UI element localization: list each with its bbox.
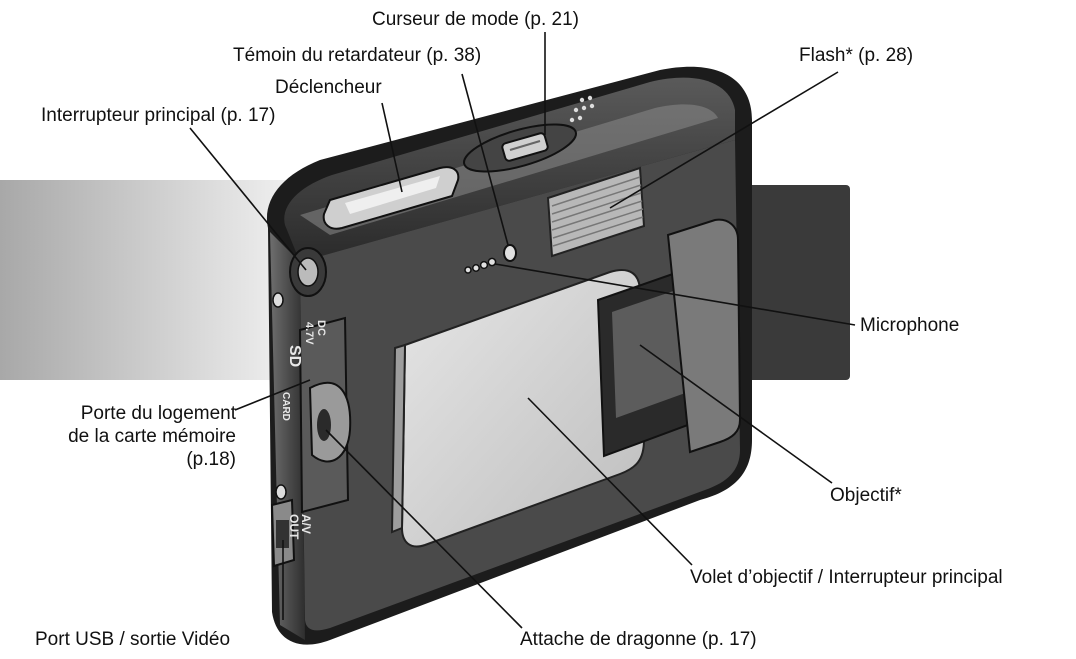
label-shutter: Déclencheur [275, 77, 382, 98]
leader-microphone [494, 263, 856, 326]
leader-main-switch [189, 127, 307, 271]
body-markings: DC 4.7V SD CARD A/V OUT [280, 320, 327, 540]
camera-body [266, 66, 752, 645]
marking-card: CARD [280, 392, 291, 421]
label-card-door-line-2: de la carte mémoire [68, 426, 236, 447]
label-mode-switch: Curseur de mode (p. 21) [372, 9, 579, 30]
label-card-door-line-3: (p.18) [186, 449, 236, 470]
leader-lens [639, 344, 833, 484]
mode-icons [569, 95, 595, 123]
leader-flash [609, 71, 839, 209]
shutter-button-top [345, 176, 440, 214]
label-flash: Flash* (p. 28) [799, 45, 914, 66]
label-self-timer: Témoin du retardateur (p. 38) [233, 45, 482, 66]
leader-self-timer [461, 73, 509, 246]
right-grip [666, 218, 742, 454]
side-eyelet-top [272, 292, 284, 308]
microphone-holes [464, 257, 497, 274]
label-microphone: Microphone [860, 315, 960, 336]
background-band-right [730, 185, 850, 380]
flash-window [546, 166, 646, 258]
marking-sd: SD [286, 345, 303, 367]
label-strap: Attache de dragonne (p. 17) [520, 629, 757, 650]
side-eyelet-bottom [275, 484, 287, 500]
marking-av: A/V [299, 514, 313, 534]
label-lens-cover: Volet d’objectif / Interrupteur principa… [690, 567, 1003, 588]
label-card-door-line-1: Porte du logement [80, 403, 236, 424]
leader-lines [189, 32, 856, 629]
leader-lens-cover [527, 397, 693, 566]
leader-card-door [234, 379, 311, 411]
self-timer-lamp [503, 244, 517, 262]
mode-switch [463, 123, 577, 173]
label-main-switch: Interrupteur principal (p. 17) [41, 105, 276, 126]
leader-strap [325, 429, 523, 629]
label-lens: Objectif* [830, 485, 902, 506]
main-switch-button [289, 247, 327, 297]
label-usb-port: Port USB / sortie Vidéo [35, 629, 231, 650]
background-band-left [0, 180, 300, 380]
leader-shutter [381, 102, 403, 193]
lens-cover-edge [390, 343, 407, 534]
lens-cover [400, 269, 646, 548]
marking-out: OUT [287, 514, 301, 540]
marking-voltage: 4.7V [303, 322, 315, 345]
label-card-door: Porte du logement de la carte mémoire (p… [40, 402, 236, 471]
marking-dc: DC [315, 320, 327, 336]
